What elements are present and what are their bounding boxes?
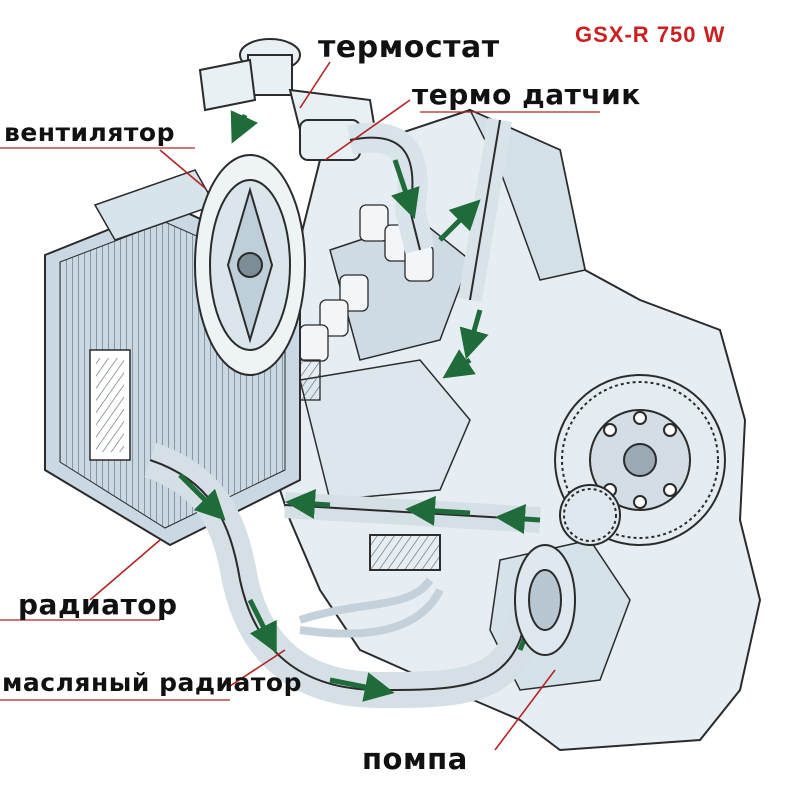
oil-cooler [369, 534, 441, 571]
label-fan: вентилятор [4, 118, 175, 147]
label-radiator: радиатор [18, 588, 178, 621]
label-temp-sensor: термо датчик [412, 78, 641, 111]
label-thermostat: термостат [318, 30, 500, 65]
label-pump: помпа [362, 742, 468, 776]
model-title: GSX-R 750 W [575, 22, 726, 47]
gear-assembly [554, 374, 726, 546]
label-underlines [0, 111, 600, 701]
thermostat-housing [198, 38, 377, 161]
fan-unit [194, 154, 306, 376]
water-pump [514, 544, 576, 656]
leader-lines [89, 61, 556, 751]
label-oil-cooler: масляный радиатор [2, 668, 302, 697]
